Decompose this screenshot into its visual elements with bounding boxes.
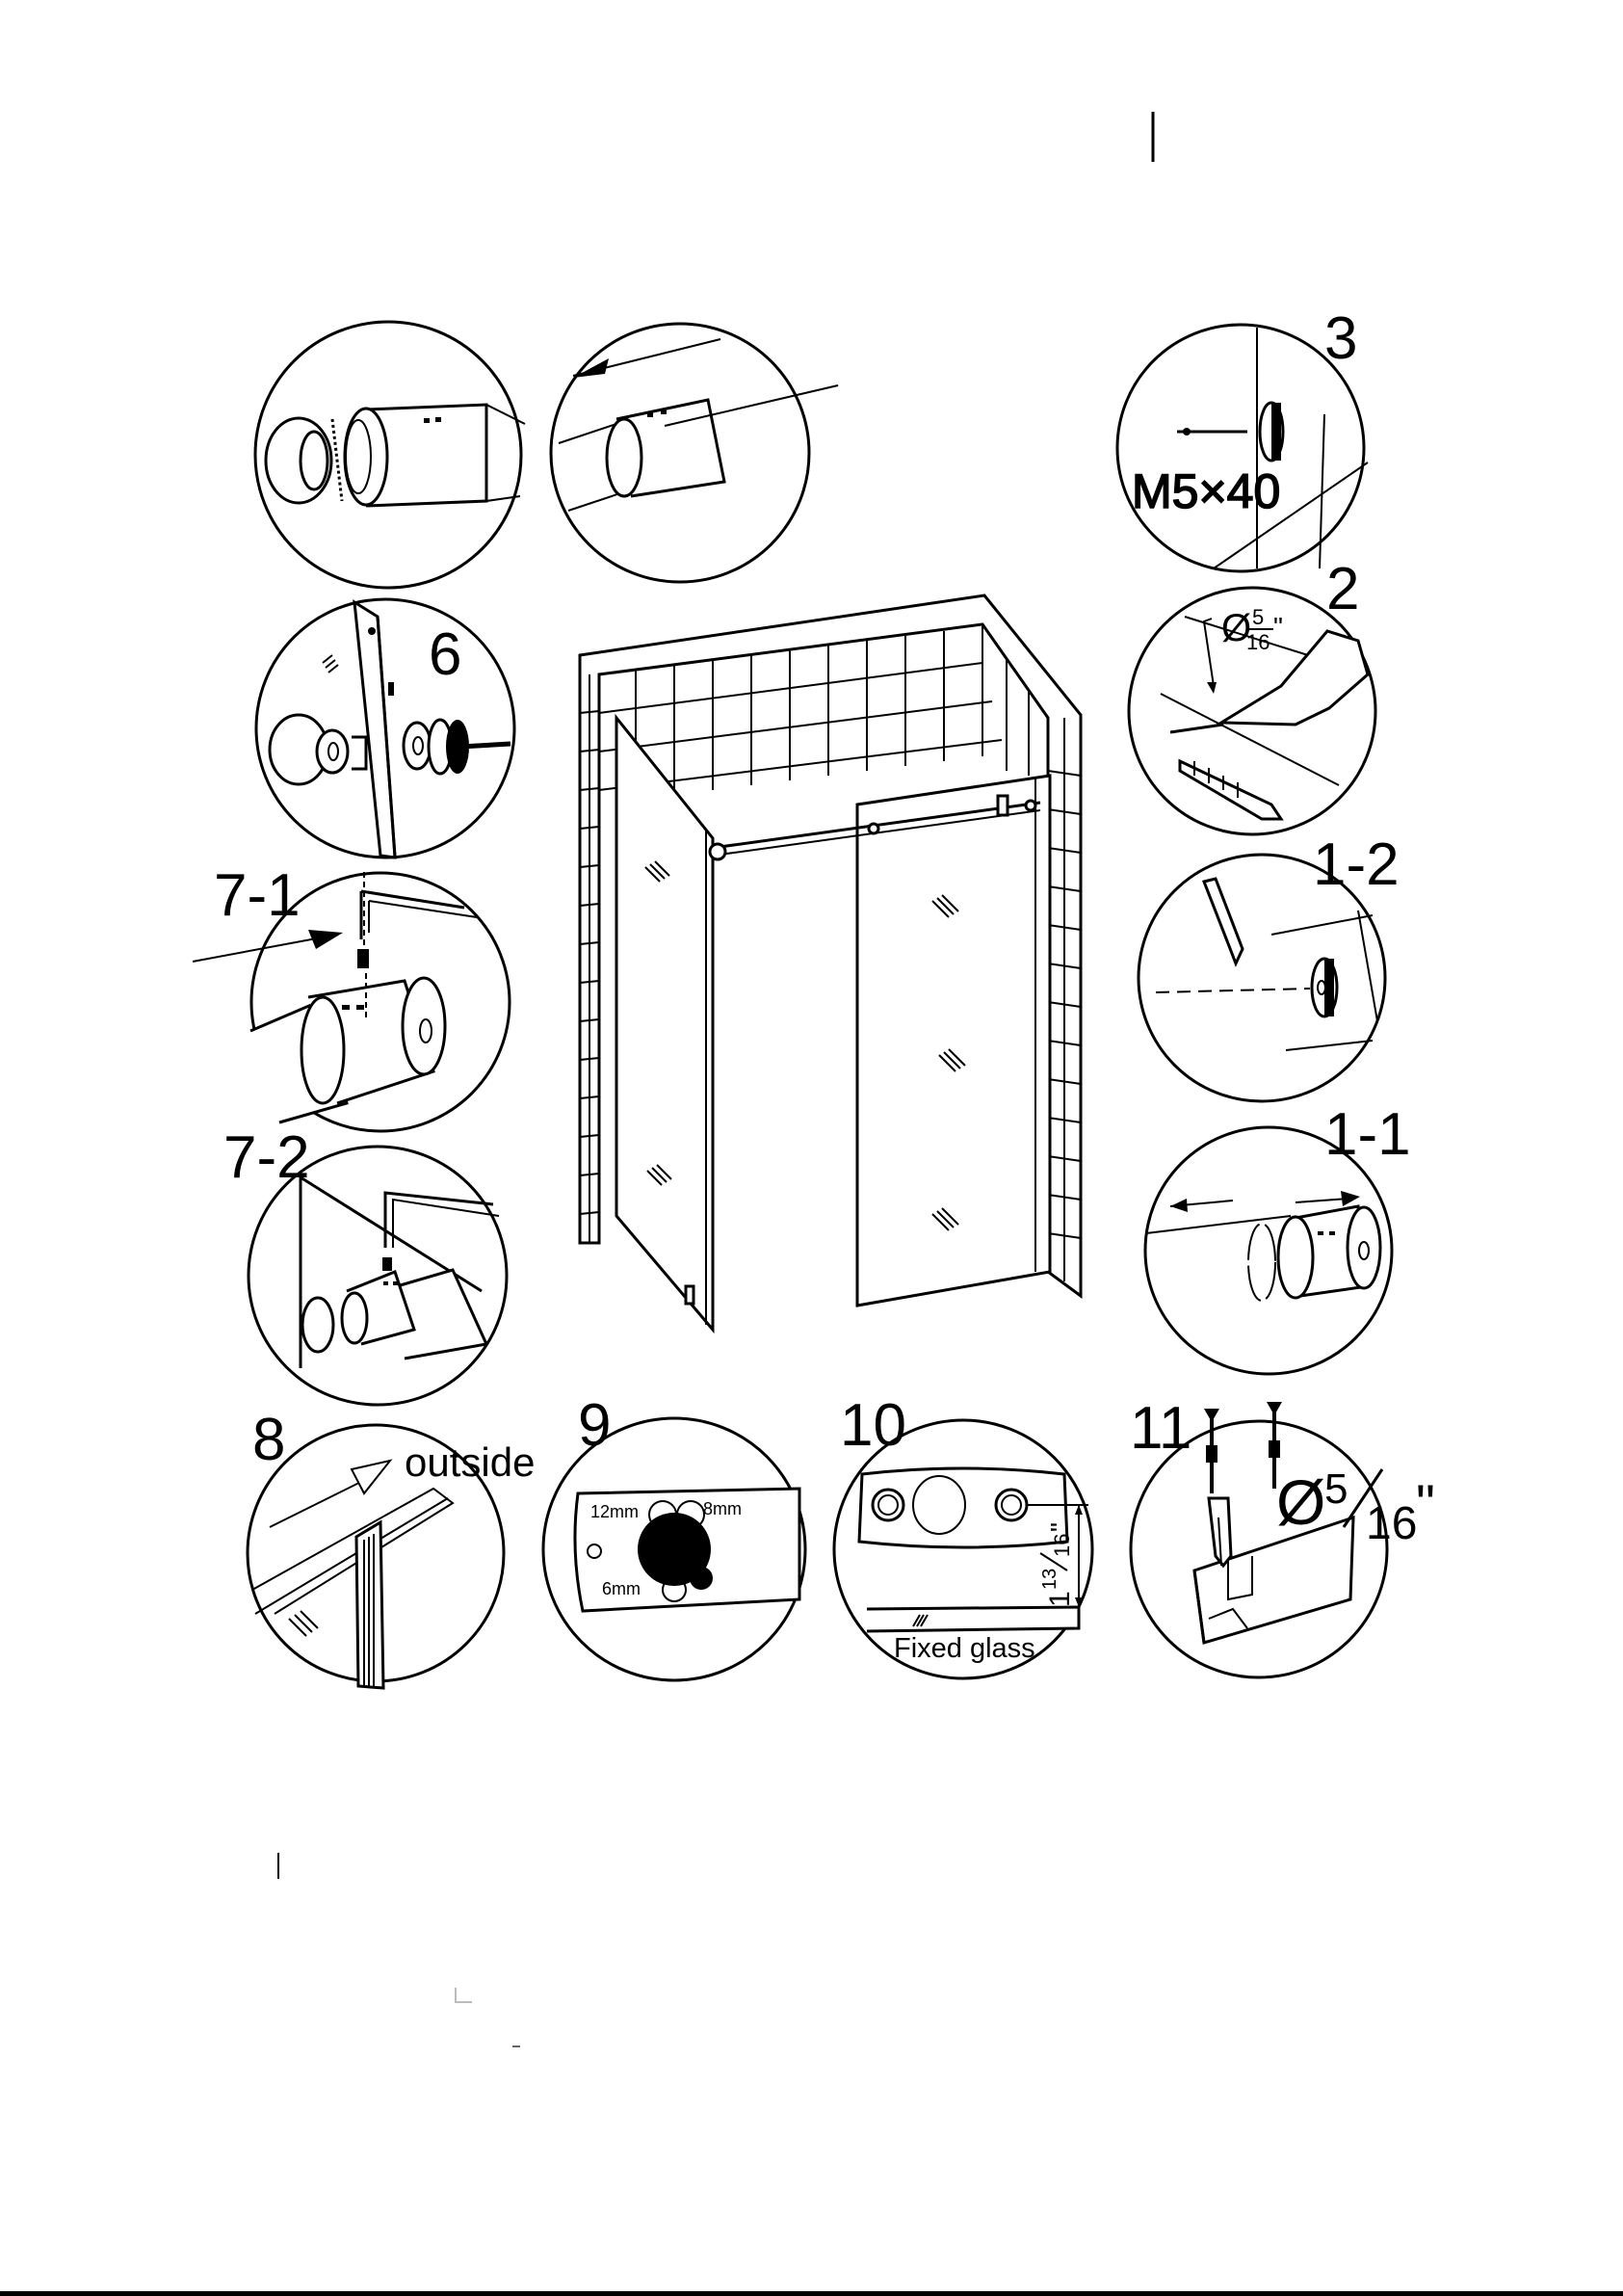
detail-sleeve-slide bbox=[551, 324, 838, 582]
hole-8mm-label: 8mm bbox=[703, 1499, 742, 1518]
dim-inch-mark: " bbox=[1045, 1522, 1075, 1532]
screw-label: M5×40 bbox=[1132, 464, 1280, 518]
detail-step-11: 11 Ø 5 16 " bbox=[1130, 1395, 1435, 1677]
big-diameter-symbol: Ø bbox=[1276, 1466, 1325, 1538]
step-number-1-1: 1-1 bbox=[1324, 1101, 1411, 1168]
step-number-11: 11 bbox=[1130, 1395, 1191, 1462]
hole-6mm-label: 6mm bbox=[602, 1579, 641, 1598]
drill-frac-num: 5 bbox=[1252, 605, 1264, 629]
shower-enclosure-illustration bbox=[580, 595, 1081, 1330]
drill-inch-mark: " bbox=[1273, 612, 1283, 642]
outside-label: outside bbox=[405, 1439, 535, 1485]
step-number-2: 2 bbox=[1326, 556, 1359, 622]
fixed-glass-label: Fixed glass bbox=[894, 1633, 1035, 1664]
detail-step-7-2: 7-2 bbox=[223, 1124, 507, 1405]
big-frac-num: 5 bbox=[1324, 1465, 1348, 1513]
big-inch-mark: " bbox=[1416, 1473, 1435, 1534]
drill-frac-den: 16 bbox=[1246, 630, 1270, 654]
step-number-6: 6 bbox=[429, 621, 461, 688]
detail-step-2: Ø 5 16 " 2 bbox=[1129, 556, 1375, 834]
page-bottom-rule bbox=[0, 2291, 1623, 2296]
detail-step-8: 8 outside bbox=[248, 1407, 535, 1688]
big-frac-den: 16 bbox=[1366, 1498, 1417, 1549]
faint-mark bbox=[456, 1988, 472, 2002]
detail-endcap-unscrew bbox=[255, 322, 525, 588]
dim-whole: 1 bbox=[1044, 1591, 1076, 1607]
detail-step-10: 1 13 16 " Fixed glass 10 bbox=[834, 1392, 1092, 1678]
step-number-7-2: 7-2 bbox=[223, 1124, 310, 1191]
step-number-8: 8 bbox=[252, 1407, 285, 1473]
step-number-3: 3 bbox=[1324, 305, 1357, 372]
detail-step-6: 6 bbox=[256, 599, 514, 858]
step-number-1-2: 1-2 bbox=[1313, 831, 1400, 898]
dim-frac-den: 16 bbox=[1050, 1534, 1074, 1557]
step-number-9: 9 bbox=[578, 1392, 611, 1459]
detail-step-9: 12mm 8mm 6mm 9 bbox=[543, 1392, 805, 1680]
detail-step-1-2: 1-2 bbox=[1139, 831, 1400, 1101]
detail-step-1-1: 1-1 bbox=[1145, 1101, 1411, 1374]
detail-step-3: M5×40 3 bbox=[1117, 305, 1368, 571]
detail-step-7-1: 7-1 bbox=[193, 862, 510, 1131]
step-number-7-1: 7-1 bbox=[214, 862, 301, 929]
dim-frac-num: 13 bbox=[1039, 1569, 1060, 1590]
hole-12mm-label: 12mm bbox=[590, 1502, 639, 1521]
step-number-10: 10 bbox=[840, 1392, 906, 1459]
